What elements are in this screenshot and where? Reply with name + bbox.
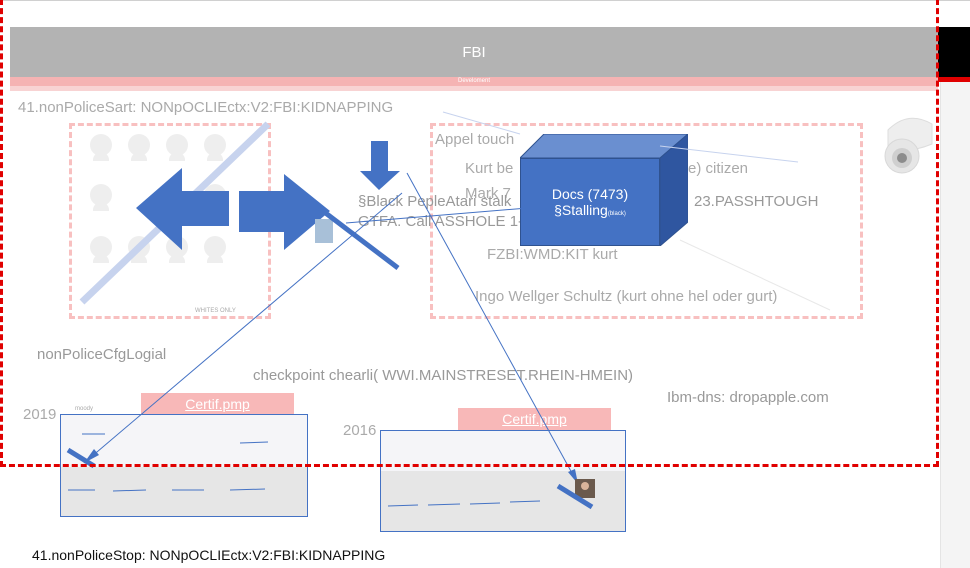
text-frame <box>430 123 863 319</box>
appel-text: Appel touch <box>435 131 515 148</box>
ibm-dns-text: Ibm-dns: dropapple.com <box>667 389 829 406</box>
year-2016: 2016 <box>343 422 377 439</box>
docs-box: Docs (7473) §Stalling(black) <box>520 158 660 246</box>
mark-text: Mark 7 <box>465 185 511 202</box>
docs-box-small: (black) <box>607 211 626 217</box>
docs-box-side <box>660 134 688 246</box>
red-dashed-frame <box>0 0 939 467</box>
stop-line: 41.nonPoliceStop: NONpOCLIEctx:V2:FBI:KI… <box>32 547 386 563</box>
dev-bar: Develoment <box>10 77 938 86</box>
cert-2016: Certif.pmp <box>458 408 611 433</box>
docs-box-stalling: §Stalling <box>554 202 608 218</box>
docs-box-title: Docs (7473) <box>551 186 629 202</box>
gtfa-text: GTFA. Call ASSHOLE 1- <box>358 213 524 230</box>
right-arrow-icon <box>239 174 330 250</box>
start-line: 41.nonPoliceSart: NONpOCLIEctx:V2:FBI:KI… <box>18 99 394 116</box>
header-title: FBI <box>462 43 486 61</box>
fzbi-text: FZBI:WMD:KIT kurt <box>487 246 618 263</box>
dev-bar-lower <box>10 86 938 91</box>
thick-diagonal-line <box>317 206 400 270</box>
year-2019: 2019 <box>23 406 57 423</box>
card-dash-lines <box>68 433 541 507</box>
right-red-edge <box>938 77 970 82</box>
ingo-text: Ingo Wellger Schultz (kurt ohne hel oder… <box>475 288 778 305</box>
down-arrow-icon <box>360 141 400 190</box>
security-camera-icon <box>884 117 933 174</box>
citizen-text: e) citizen <box>688 160 749 177</box>
whites-only-caption: WHITES ONLY <box>195 308 236 314</box>
cfg-text: nonPoliceCfgLogial <box>37 346 167 363</box>
connector-line-left <box>83 192 403 464</box>
marker-left <box>66 447 96 469</box>
left-arrow-icon <box>136 168 229 250</box>
avatar-thumbnail <box>315 219 333 243</box>
faint-line-1 <box>659 145 799 163</box>
right-panel <box>940 82 970 568</box>
passthough-text: 23.PASSHTOUGH <box>694 193 819 210</box>
docs-box-subtitle: §Stalling(black) <box>554 202 626 218</box>
marker-right <box>556 483 594 510</box>
header-bar: FBI <box>10 27 938 77</box>
connector-line-right <box>406 172 579 485</box>
kurt-be-text: Kurt be <box>465 160 514 177</box>
cert-2019: Certif.pmp <box>141 393 294 416</box>
moody-caption: moody <box>75 406 94 412</box>
docs-box-top <box>520 134 688 158</box>
connector-line-mid <box>345 206 541 224</box>
checkpoint-text: checkpoint chearli( WWI.MAINSTRESET.RHEI… <box>253 367 634 384</box>
faint-line-2 <box>442 111 521 135</box>
right-black-edge <box>938 27 970 77</box>
faint-line-3 <box>679 239 831 311</box>
